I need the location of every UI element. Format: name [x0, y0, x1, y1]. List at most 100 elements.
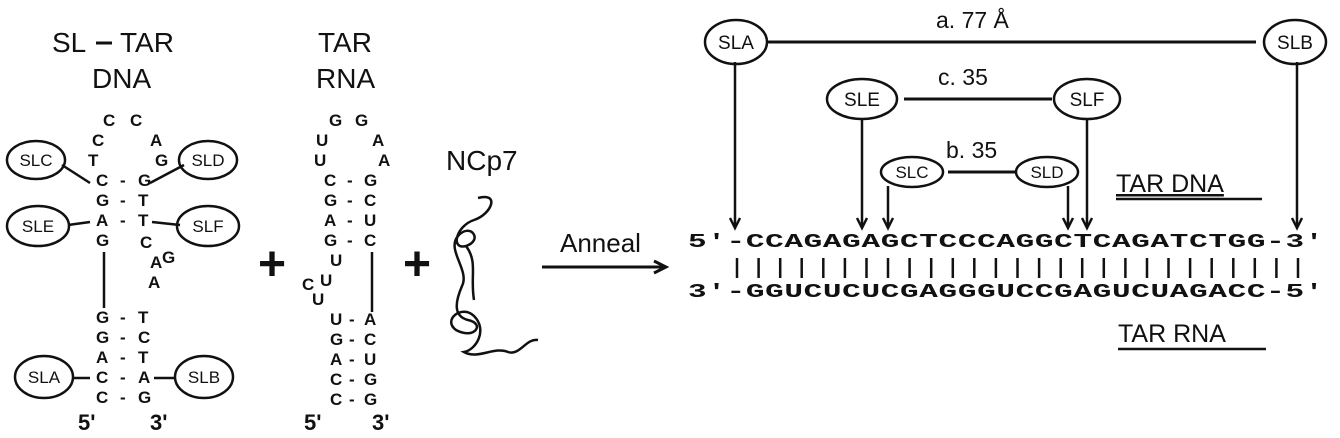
- plus-sign: +: [403, 238, 431, 291]
- connector: [67, 220, 91, 227]
- pair-mark: -: [120, 348, 126, 367]
- rna-base: U: [364, 350, 376, 369]
- pair-mark: -: [347, 211, 353, 230]
- slb-label: SLB: [1277, 33, 1313, 54]
- connector: [61, 163, 91, 185]
- pair-mark: -: [120, 368, 126, 387]
- dna-base: C: [96, 368, 108, 387]
- dna-base: C: [92, 131, 104, 150]
- tar-dna-label: TAR DNA: [1116, 170, 1224, 198]
- sla-ellipse: [13, 354, 75, 400]
- label-sla: SLA: [13, 354, 75, 400]
- sl-tar-title-dna: DNA: [92, 63, 151, 94]
- tar-rna-title-rna: RNA: [316, 63, 375, 94]
- sle-ellipse: [5, 204, 71, 248]
- slc-ellipse: [879, 155, 945, 189]
- sla-label: SLA: [718, 33, 754, 54]
- sld-ellipse: [177, 139, 239, 181]
- sle-label: SLE: [844, 90, 880, 111]
- pair-mark: -: [349, 390, 355, 409]
- label-slf: SLF: [175, 204, 241, 248]
- connector: [149, 163, 185, 185]
- dna-base: C: [103, 111, 115, 130]
- dna-base: G: [162, 248, 175, 267]
- dna-base: C: [96, 171, 108, 190]
- label-slb: SLB: [173, 354, 235, 400]
- label-slb: SLB: [1262, 18, 1328, 66]
- pair-mark: -: [347, 191, 353, 210]
- tar-rna-sequence: 3'-GGUCUCUCGAGGGUCCGAGUCUAGACC-5': [688, 281, 1324, 303]
- dna-base: C: [140, 233, 152, 252]
- slf-label: SLF: [192, 217, 223, 236]
- plus-sign: +: [258, 238, 286, 291]
- sle-label: SLE: [22, 217, 54, 236]
- dna-base: A: [150, 253, 162, 272]
- dna-base: A: [96, 348, 108, 367]
- dna-base: G: [96, 308, 109, 327]
- label-sld: SLD: [177, 139, 239, 181]
- rna-base: A: [378, 151, 390, 170]
- distance-b: b. 35: [946, 137, 997, 163]
- ncp7-label: NCp7: [446, 145, 518, 176]
- pointer-head-icon: [1080, 217, 1094, 231]
- rna-base: G: [330, 330, 343, 349]
- dna-base: T: [88, 151, 99, 170]
- sla-ellipse: [703, 18, 769, 66]
- sld-label: SLD: [1030, 163, 1063, 182]
- base-pair-ticks: [735, 258, 1300, 278]
- sl-tar-title-sl: SL: [52, 27, 86, 58]
- tar-rna-panel: TAR RNA G G U A U A C - G G - C A - U G …: [302, 27, 390, 435]
- dna-base: G: [96, 328, 109, 347]
- slc-ellipse: [5, 139, 67, 181]
- ncp7-protein: NCp7: [446, 145, 539, 356]
- sle-ellipse: [825, 77, 899, 121]
- connector: [151, 220, 181, 227]
- distance-a: a. 77 Å: [936, 6, 1010, 33]
- pointer-head-icon: [1061, 217, 1075, 231]
- pair-mark: -: [347, 171, 353, 190]
- ncp7-squiggle-icon: [450, 195, 539, 356]
- sld-label: SLD: [191, 151, 224, 170]
- slb-ellipse: [173, 354, 235, 400]
- pointer-head-icon: [881, 217, 895, 231]
- label-slc: SLC: [879, 155, 945, 189]
- pointer-head-icon: [728, 217, 742, 231]
- dna-base: T: [138, 348, 149, 367]
- dna-base: G: [155, 151, 168, 170]
- sla-label: SLA: [28, 368, 61, 387]
- pair-mark: -: [349, 350, 355, 369]
- pair-mark: -: [120, 308, 126, 327]
- rna-base: A: [330, 350, 342, 369]
- slc-label: SLC: [895, 163, 928, 182]
- rna-base: U: [314, 151, 326, 170]
- rna-base: G: [324, 191, 337, 210]
- pointer-head-icon: [855, 217, 869, 231]
- dna-base: A: [96, 211, 108, 230]
- slf-ellipse: [175, 204, 241, 248]
- pair-mark: -: [120, 328, 126, 347]
- pair-mark: -: [120, 171, 126, 190]
- rna-base: C: [302, 275, 314, 294]
- slb-label: SLB: [188, 368, 220, 387]
- dna-base: C: [96, 388, 108, 407]
- rna-base: C: [324, 171, 336, 190]
- rna-3-prime: 3': [372, 410, 389, 435]
- rna-base: C: [364, 191, 376, 210]
- rna-base: C: [330, 390, 342, 409]
- label-sld: SLD: [1014, 155, 1080, 189]
- rna-base: G: [355, 111, 368, 130]
- dna-base: C: [130, 111, 142, 130]
- rna-base: A: [324, 211, 336, 230]
- pair-mark: -: [349, 310, 355, 329]
- slf-label: SLF: [1070, 90, 1105, 111]
- rna-5-prime: 5': [304, 410, 321, 435]
- rna-base: C: [364, 231, 376, 250]
- dna-base: G: [96, 191, 109, 210]
- rna-base: C: [330, 370, 342, 389]
- dna-3-prime: 3': [150, 410, 167, 435]
- label-sla: SLA: [703, 18, 769, 66]
- rna-base: A: [364, 310, 376, 329]
- sl-tar-title-tar: TAR: [120, 27, 174, 58]
- dna-base: T: [138, 211, 149, 230]
